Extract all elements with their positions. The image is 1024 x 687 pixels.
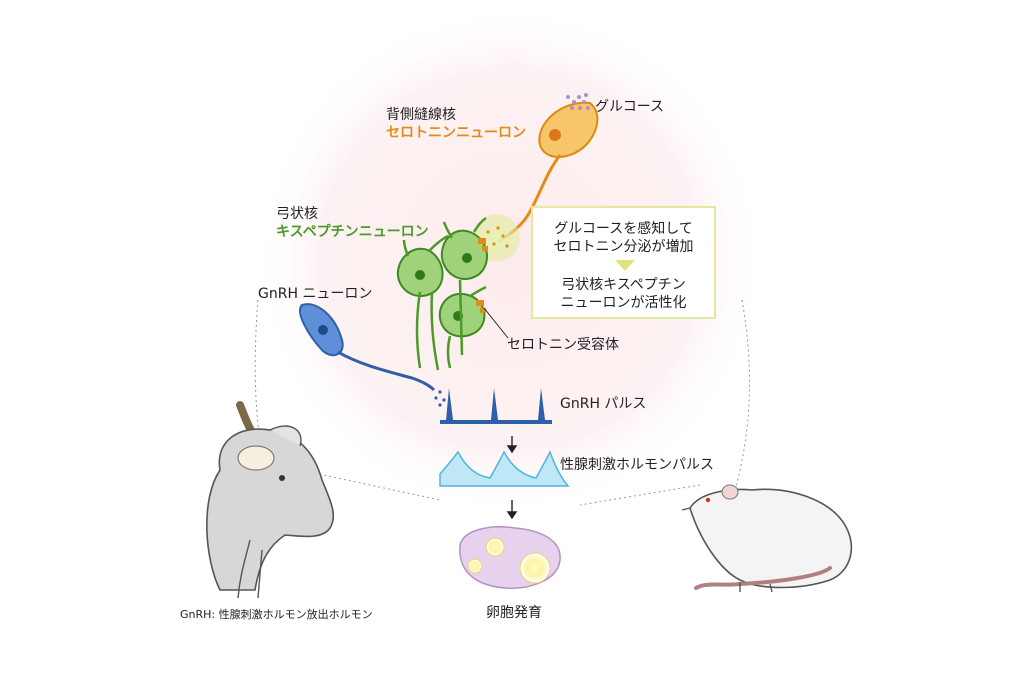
follicle-illustration — [459, 526, 561, 589]
label-gnrh-pulse: GnRH パルス — [560, 396, 647, 412]
serotonin-release-dots — [486, 226, 509, 248]
footnote-gnrh: GnRH: 性腺刺激ホルモン放出ホルモン — [180, 608, 373, 621]
projection-lines — [254, 299, 751, 506]
callout-line-1: グルコースを感知して — [554, 221, 693, 237]
label-arcuate: 弓状核 — [276, 206, 318, 222]
gnrh-neuron — [299, 303, 436, 392]
brain-halo — [255, 5, 765, 515]
label-follicle: 卵胞発育 — [486, 605, 542, 621]
callout-line-2: セロトニン分泌が増加 — [553, 239, 694, 255]
label-dorsal-raphe: 背側縫線核 — [386, 107, 456, 123]
rat-illustration — [681, 484, 853, 593]
glucose-dots — [566, 93, 590, 110]
goat-illustration — [206, 401, 335, 599]
label-kisspeptin-neuron: キスペプチンニューロン — [276, 224, 429, 240]
label-serotonin-receptor: セロトニン受容体 — [507, 337, 619, 353]
flow-arrows — [506, 436, 518, 520]
callout-line-4: ニューロンが活性化 — [560, 295, 687, 311]
lh-pulse-graph — [439, 450, 570, 487]
kisspeptin-dendrites — [402, 216, 487, 371]
gnrh-release-dots — [434, 390, 446, 407]
callout-down-triangle — [615, 260, 635, 271]
callout-box: グルコースを感知して セロトニン分泌が増加 弓状核キスペプチン ニューロンが活性… — [531, 206, 716, 319]
label-serotonin-neuron: セロトニンニューロン — [386, 125, 526, 141]
serotonin-receptors — [476, 238, 488, 313]
label-glucose: グルコース — [595, 99, 665, 115]
label-gnrh-neuron: GnRH ニューロン — [258, 286, 373, 302]
receptor-pointer — [483, 307, 509, 339]
label-lh-pulse: 性腺刺激ホルモンパルス — [560, 457, 714, 473]
gnrh-pulse-graph — [440, 388, 552, 424]
callout-line-3: 弓状核キスペプチン — [561, 277, 686, 293]
